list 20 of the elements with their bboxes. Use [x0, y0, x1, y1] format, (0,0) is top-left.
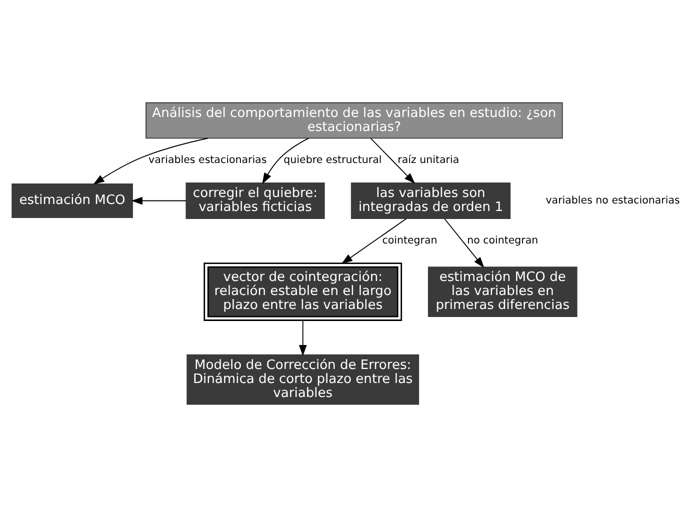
- arrow: [262, 138, 310, 184]
- node-box: estimación MCO de las variables en primeras diferencias: [428, 266, 578, 317]
- edge-label: raíz unitaria: [398, 154, 460, 166]
- edge-label: no cointegran: [467, 234, 538, 247]
- arrow: [370, 138, 416, 184]
- arrow: [298, 320, 307, 356]
- label: variables no estacionarias: [546, 194, 680, 206]
- node-box: vector de cointegración: relación estable en el largo plazo entre las variables: [204, 262, 402, 321]
- arrow: [444, 218, 484, 268]
- node-box: Modelo de Corrección de Errores: Dinámica de corto plazo entre las variables: [186, 354, 420, 405]
- arrow: [131, 196, 187, 205]
- node-box: las variables son integradas de orden 1: [350, 182, 511, 219]
- edge-label: quiebre estructural: [284, 154, 382, 166]
- arrow: [93, 138, 208, 185]
- edge-label: cointegran: [382, 234, 438, 247]
- node-box: corregir el quiebre: variables ficticias: [186, 182, 325, 219]
- node-box: Análisis del comportamiento de las variables en estudio: ¿son estacionarias?: [146, 102, 563, 139]
- node-box: estimación MCO: [12, 183, 133, 218]
- edge-label: variables estacionarias: [148, 154, 267, 166]
- arrow: [341, 218, 407, 264]
